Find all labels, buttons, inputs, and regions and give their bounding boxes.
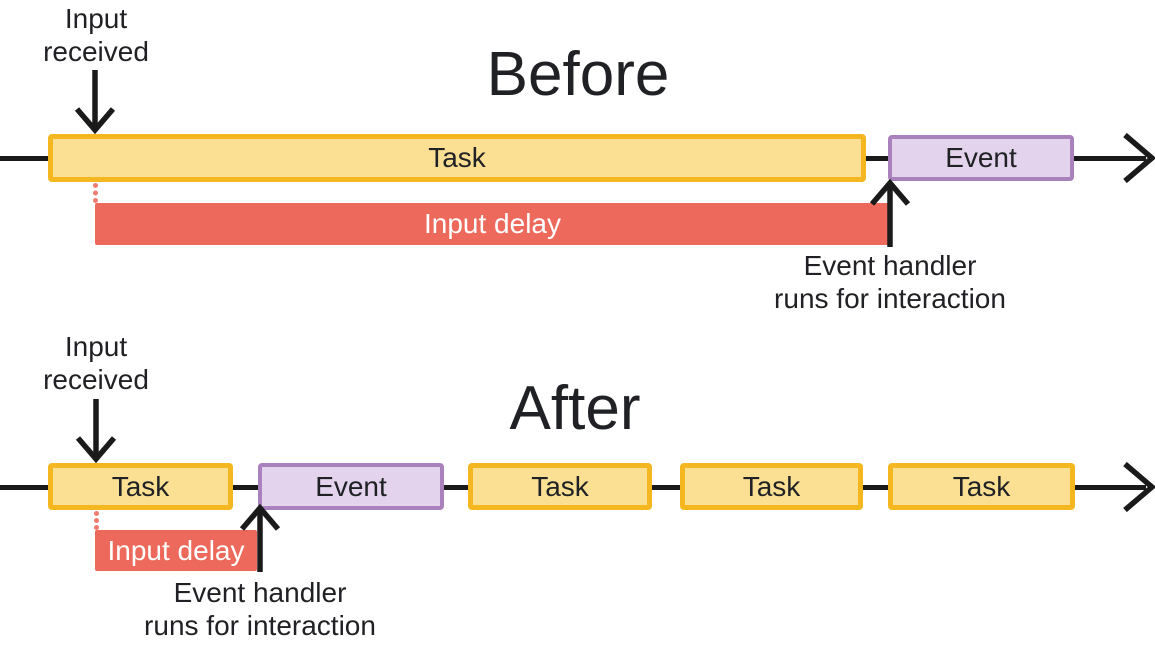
before-timeline-arrow-icon — [1123, 132, 1155, 184]
after-task-label-1: Task — [111, 470, 170, 502]
after-input-received-label: Input received — [43, 330, 149, 396]
after-task-bar-1: Task — [48, 463, 233, 510]
after-timeline-arrow-icon — [1123, 461, 1155, 513]
before-input-received-line2: received — [43, 36, 149, 67]
after-event-handler-label: Event handler runs for interaction — [144, 576, 376, 642]
after-input-delay-bar: Input delay — [95, 530, 257, 571]
after-event-label: Event — [315, 470, 387, 502]
before-input-received-line1: Input — [64, 3, 128, 34]
after-task-bar-3: Task — [680, 463, 863, 510]
after-task-label-4: Task — [952, 470, 1011, 502]
before-event-handler-line2: runs for interaction — [774, 283, 1006, 314]
after-title: After — [509, 374, 641, 443]
before-event-label: Event — [945, 142, 1017, 173]
before-task-bar: Task — [48, 134, 866, 182]
before-dotted-connector — [93, 183, 98, 203]
after-event-handler-line1: Event handler — [173, 577, 347, 608]
before-event-handler-line1: Event handler — [803, 250, 977, 281]
after-input-received-line1: Input — [64, 331, 128, 362]
before-input-received-label: Input received — [43, 2, 149, 68]
after-input-received-line2: received — [43, 364, 149, 395]
after-task-bar-2: Task — [468, 463, 652, 510]
before-event-handler-label: Event handler runs for interaction — [774, 249, 1006, 315]
after-task-bar-4: Task — [888, 463, 1075, 510]
before-input-delay-bar: Input delay — [95, 203, 890, 245]
before-input-down-arrow-icon — [74, 70, 116, 134]
after-task-label-3: Task — [742, 470, 801, 502]
after-event-bar: Event — [258, 463, 444, 510]
before-task-label: Task — [428, 142, 486, 173]
after-input-down-arrow-icon — [75, 399, 117, 463]
after-dotted-connector — [94, 511, 99, 530]
before-event-handler-up-arrow-icon — [869, 179, 911, 247]
before-title: Before — [486, 40, 670, 109]
after-event-handler-up-arrow-icon — [239, 504, 281, 572]
after-input-delay-label: Input delay — [107, 534, 245, 566]
after-task-label-2: Task — [531, 470, 589, 502]
before-event-bar: Event — [888, 135, 1074, 181]
after-event-handler-line2: runs for interaction — [144, 610, 376, 641]
before-input-delay-label: Input delay — [424, 208, 561, 239]
